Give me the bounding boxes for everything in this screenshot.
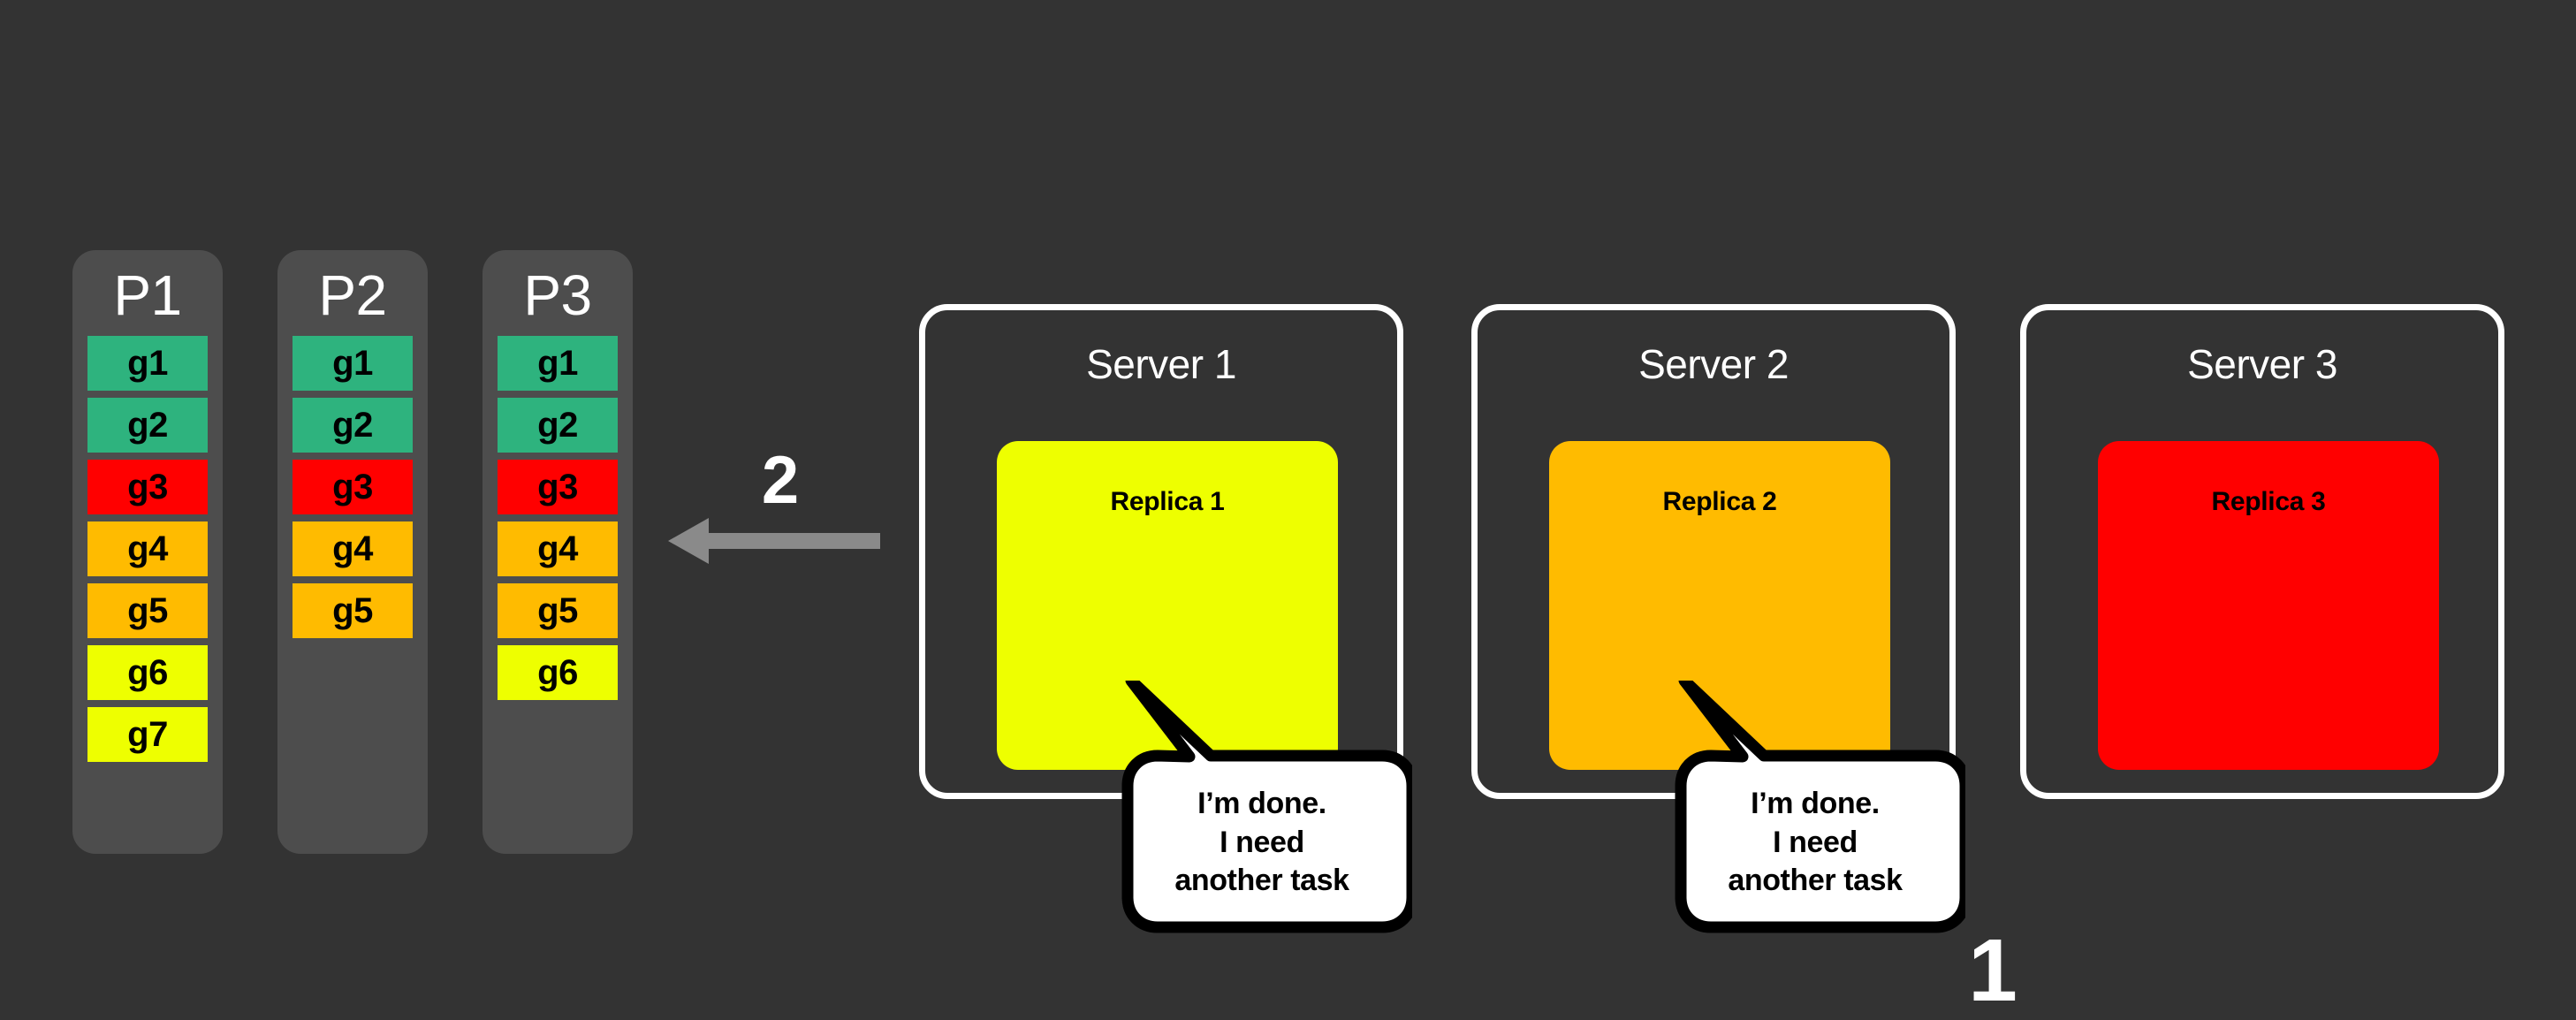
task-list: g1 g2 g3 g4 g5 [277,336,428,639]
task-block[interactable]: g5 [293,583,413,639]
partition-title: P1 [113,263,182,327]
task-block[interactable]: g4 [87,521,208,577]
replica-box-3[interactable]: Replica 3 [2098,441,2439,770]
task-block[interactable]: g5 [498,583,618,639]
flow-arrow-left [668,513,880,569]
diagram-canvas: P1 g1 g2 g3 g4 g5 g6 g7 P2 g1 g2 g3 g4 g… [72,250,2504,1015]
task-block[interactable]: g2 [293,398,413,453]
replica-label: Replica 1 [1110,487,1225,516]
bubble-line-1: I’m done. [1751,787,1880,820]
task-block[interactable]: g3 [293,460,413,515]
server-title: Server 2 [1638,341,1789,387]
bubble-line-2: I need [1773,825,1858,859]
task-list: g1 g2 g3 g4 g5 g6 g7 [72,336,223,763]
step-number-2: 2 [761,443,800,518]
step-number-1: 1 [1968,921,2017,1020]
bubble-line-1: I’m done. [1197,787,1326,820]
speech-bubble-shape [1121,681,1412,933]
task-block[interactable]: g2 [87,398,208,453]
speech-bubble-text: I’m done. I need another task [1112,785,1412,901]
task-block[interactable]: g1 [293,336,413,392]
bubble-line-3: another task [1174,864,1349,898]
task-block[interactable]: g3 [87,460,208,515]
task-list: g1 g2 g3 g4 g5 g6 [483,336,633,701]
partition-column-p2: P2 g1 g2 g3 g4 g5 [277,250,428,854]
server-box-3: Server 3 Replica 3 [2020,304,2504,799]
speech-bubble-server-1: I’m done. I need another task [1112,681,1412,950]
task-block[interactable]: g4 [293,521,413,577]
server-title: Server 1 [1086,341,1236,387]
task-block[interactable]: g6 [498,645,618,701]
partition-title: P3 [523,263,592,327]
task-block[interactable]: g6 [87,645,208,701]
task-block[interactable]: g1 [87,336,208,392]
task-block[interactable]: g1 [498,336,618,392]
task-block[interactable]: g7 [87,707,208,763]
server-box-1: Server 1 Replica 1 [919,304,1403,799]
replica-label: Replica 3 [2211,487,2326,516]
bubble-line-3: another task [1728,864,1903,898]
task-block[interactable]: g4 [498,521,618,577]
partition-column-p1: P1 g1 g2 g3 g4 g5 g6 g7 [72,250,223,854]
task-block[interactable]: g3 [498,460,618,515]
server-title: Server 3 [2187,341,2337,387]
speech-bubble-server-2: I’m done. I need another task [1665,681,1965,950]
partition-title: P2 [318,263,387,327]
speech-bubble-shape [1675,681,1965,933]
replica-label: Replica 2 [1662,487,1777,516]
task-block[interactable]: g5 [87,583,208,639]
task-block[interactable]: g2 [498,398,618,453]
speech-bubble-text: I’m done. I need another task [1665,785,1965,901]
arrow-left-icon [668,518,880,564]
partition-column-p3: P3 g1 g2 g3 g4 g5 g6 [483,250,633,854]
bubble-line-2: I need [1220,825,1304,859]
